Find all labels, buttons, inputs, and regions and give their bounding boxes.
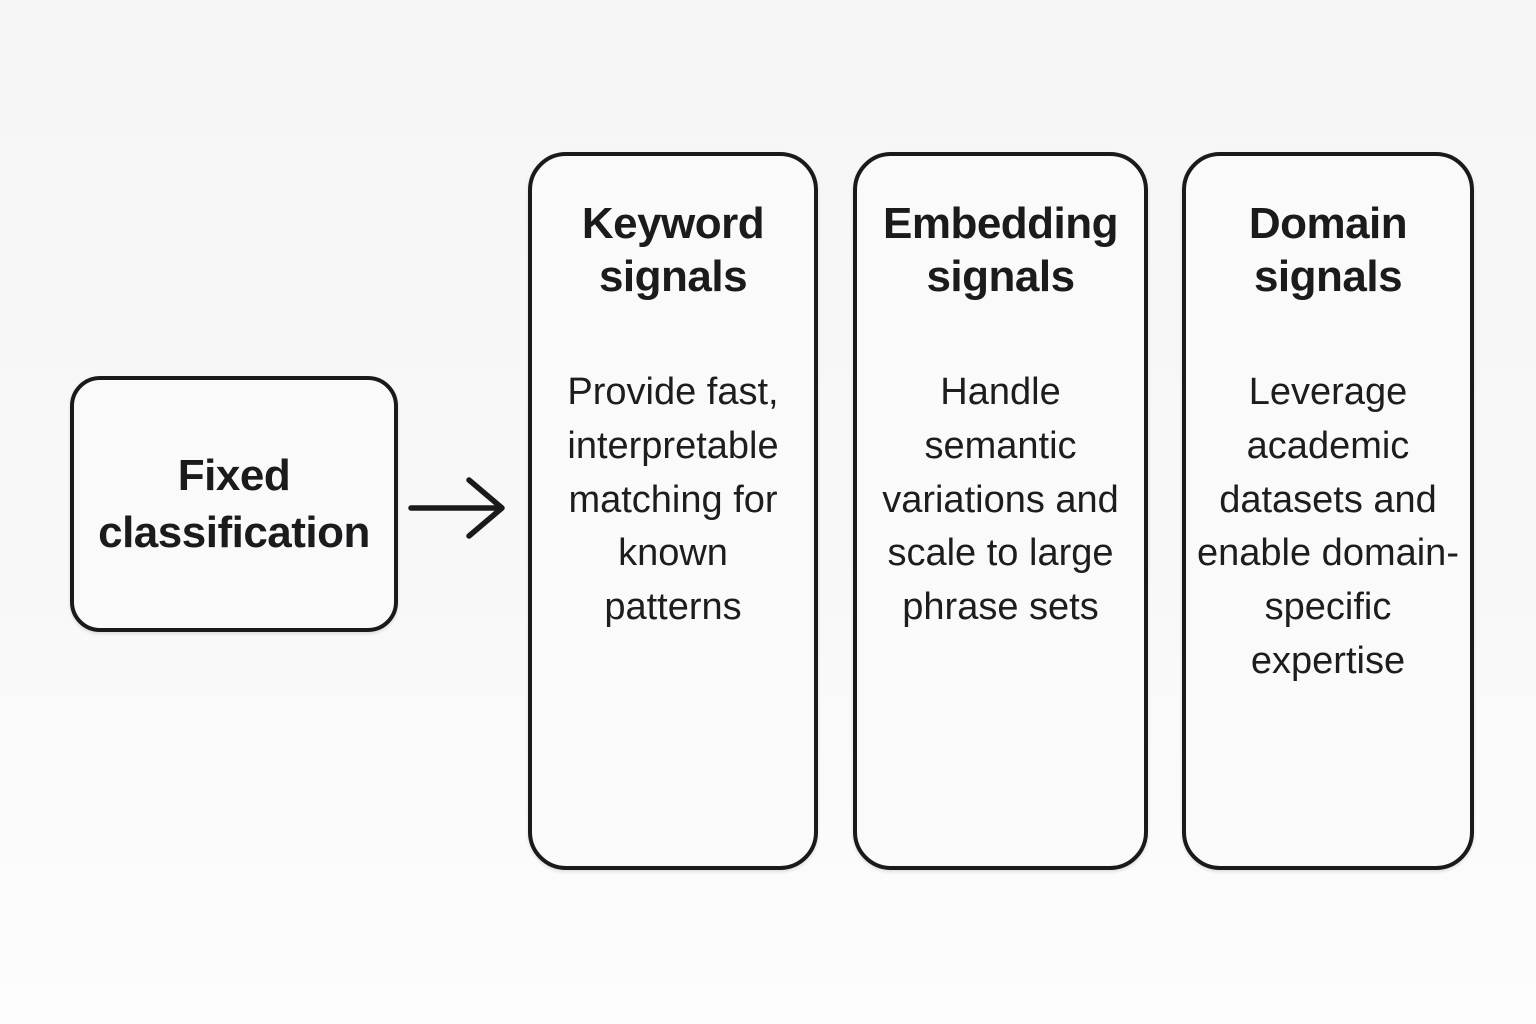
fixed-classification-label: Fixed classification (98, 450, 370, 557)
panel-title-domain-signals: Domain signals (1248, 199, 1408, 301)
panel-embedding-signals: Embedding signals Handle semantic variat… (853, 152, 1148, 870)
panel-title-embedding-signals: Embedding signals (882, 199, 1119, 301)
panel-keyword-signals: Keyword signals Provide fast, interpreta… (528, 152, 818, 870)
panel-body-embedding-signals: Handle semantic variations and scale to … (882, 370, 1119, 629)
panel-body-keyword-signals: Provide fast, interpretable matching for… (567, 370, 779, 629)
fixed-classification-box: Fixed classification (70, 376, 398, 632)
panel-body-domain-signals: Leverage academic datasets and enable do… (1197, 370, 1459, 683)
right-arrow-icon (408, 477, 505, 539)
panel-title-keyword-signals: Keyword signals (581, 199, 765, 301)
panel-domain-signals: Domain signals Leverage academic dataset… (1182, 152, 1474, 870)
